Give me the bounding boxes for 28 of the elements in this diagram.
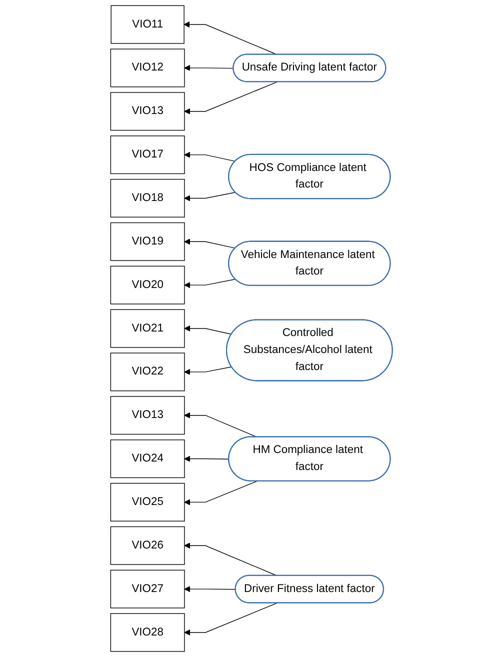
node-box: VIO18 <box>110 178 185 218</box>
arrow <box>184 64 234 72</box>
arrow <box>184 602 278 636</box>
arrow <box>184 325 232 335</box>
arrow <box>184 480 258 506</box>
arrow <box>184 366 232 375</box>
node-box: VIO13 <box>110 92 185 131</box>
node-box: VIO22 <box>110 352 185 392</box>
node-box: VIO26 <box>110 526 185 565</box>
node-box: VIO24 <box>110 440 185 478</box>
node-box: VIO11 <box>110 5 184 44</box>
arrow <box>184 586 236 592</box>
arrow <box>184 278 236 288</box>
node-box: VIO19 <box>110 222 185 261</box>
node-box: VIO20 <box>110 266 185 304</box>
node-box: VIO25 <box>110 482 185 522</box>
arrow <box>184 192 236 202</box>
node-box: VIO27 <box>110 570 185 608</box>
arrow <box>184 238 236 249</box>
arrow <box>184 82 278 114</box>
arrow <box>184 152 236 162</box>
arrow <box>184 456 230 462</box>
node-box: VIO17 <box>110 136 185 174</box>
arrow <box>184 21 278 55</box>
node-box: VIO28 <box>110 613 185 652</box>
node-box: VIO12 <box>110 48 185 88</box>
node-box: VIO21 <box>110 309 185 348</box>
node-box: VIO13 <box>110 396 185 435</box>
